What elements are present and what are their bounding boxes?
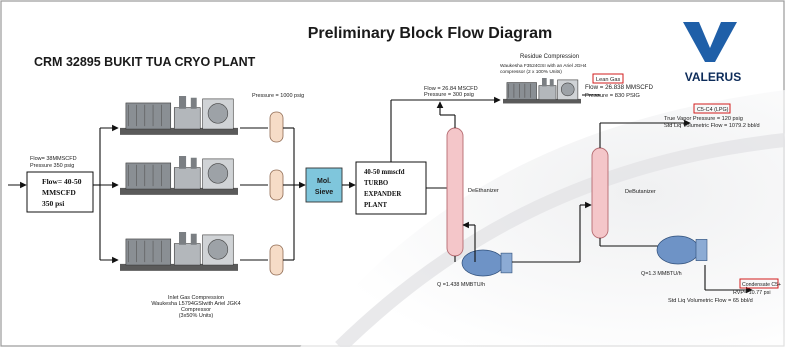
deethanizer-column (446, 127, 464, 257)
lean-gas-flow: Flow = 26.838 MMSCFD (585, 84, 653, 91)
skid-base (120, 263, 238, 271)
inlet-box-line-2: MMSCFD (42, 188, 76, 197)
cooler-fan-icon (560, 82, 575, 97)
residue-flow-note-1: Flow = 26.84 MSCFD (424, 86, 478, 92)
mol-sieve-label-2: Sieve (315, 189, 333, 196)
plant-subtitle: CRM 32895 BUKIT TUA CRYO PLANT (34, 55, 256, 69)
compression-pressure-note: Pressure = 1000 psig (252, 93, 304, 99)
turbo-label-1: 40-50 mmscfd (364, 169, 405, 176)
background-arc (335, 133, 785, 347)
scrubber-vessel (179, 156, 187, 169)
inlet-compression-caption-1: Inlet Gas Compression (168, 295, 224, 301)
mol-sieve-block (305, 167, 343, 203)
inlet-box-line-3: 350 psi (42, 199, 64, 208)
turbo-expander-plant-block (355, 161, 427, 215)
residue-compression-header: Residue Compression (520, 54, 579, 60)
engine-block (125, 102, 172, 130)
compressor-frame (538, 85, 557, 100)
turbo-label-3: EXPANDER (364, 191, 401, 198)
inlet-feed-box (26, 171, 94, 213)
discharge-separator-1 (269, 111, 284, 143)
inlet-box-line-1: Flow= 40-50 (42, 177, 82, 186)
inlet-compression-caption-2: Waukesha L5794GSIwith Ariel JGK4 (151, 301, 240, 307)
reboiler-head (695, 239, 708, 261)
cooler-fan-icon (207, 163, 229, 184)
scrubber-vessel (190, 157, 197, 169)
skid-base (120, 127, 238, 135)
reboiler-1-duty: Q =1.438 MMBTU/h (437, 282, 485, 288)
compressor-frame (173, 243, 201, 266)
reboiler-2-duty: Q=1.3 MMBTU/h (641, 271, 682, 277)
inlet-compressor-unit-2 (120, 156, 238, 195)
inlet-note-line-2: Pressure 350 psig (30, 163, 74, 169)
engine-block (506, 82, 537, 100)
residue-flow-note-2: Pressure = 300 psig (424, 92, 474, 98)
scrubber-vessel (549, 79, 554, 87)
residue-note-line-1: Waukesha F3524GSI with an Ariel JGH4 (500, 63, 587, 69)
cooler-fan-icon (207, 239, 229, 260)
lean-gas-pressure: Pressure = 830 PSIG (585, 93, 640, 99)
skid-base (120, 187, 238, 195)
reboiler-head (500, 252, 513, 274)
valerus-v-icon (683, 22, 737, 62)
cooler-fan-icon (207, 103, 229, 124)
discharge-separator-2 (269, 169, 284, 201)
lean-gas-label: Lean Gas (596, 77, 620, 83)
scrubber-vessel (179, 232, 187, 245)
skid-base (503, 98, 581, 104)
discharge-separator-3 (269, 244, 284, 276)
debutanizer-column (591, 147, 609, 239)
condensate-rvp: RVP= 10.77 psi (733, 290, 771, 296)
deethanizer-reboiler (461, 249, 513, 277)
debutanizer-label: DeButanizer (625, 189, 656, 195)
scrubber-vessel (190, 97, 197, 109)
lean-gas-highlight-box (592, 73, 624, 84)
reboiler-shell (461, 249, 505, 277)
lpg-vapor-pressure: True Vapor Pressure = 120 psig (664, 116, 743, 122)
scrubber-vessel (542, 78, 547, 87)
valerus-logo: VALERUS (660, 14, 770, 84)
diagram-title: Preliminary Block Flow Diagram (308, 25, 553, 42)
inlet-compression-caption-4: (3x50% Units) (179, 313, 214, 319)
deethanizer-label: DeEthanizer (468, 188, 499, 194)
lpg-label: C5-C4 (LPG) (697, 107, 729, 113)
turbo-label-2: TURBO (364, 180, 388, 187)
condensate-highlight-box (739, 278, 779, 289)
engine-block (125, 162, 172, 190)
reboiler-shell (656, 235, 700, 265)
lpg-highlight-box (693, 103, 731, 114)
scrubber-vessel (179, 96, 187, 109)
residue-compressor-unit (503, 78, 581, 104)
condensate-volumetric-flow: Std Liq Volumetric Flow = 65 bbl/d (668, 298, 753, 304)
lpg-volumetric-flow: Std Liq Volumetric Flow = 1079.2 bbl/d (664, 123, 760, 129)
debutanizer-reboiler (656, 235, 708, 265)
turbo-label-4: PLANT (364, 202, 388, 209)
scrubber-vessel (190, 233, 197, 245)
inlet-note-line-1: Flow= 38MMSCFD (30, 156, 77, 162)
mol-sieve-label-1: Mol. (317, 178, 331, 185)
logo-brand-text: VALERUS (685, 70, 741, 84)
compressor-frame (173, 107, 201, 130)
engine-block (125, 238, 172, 266)
inlet-compressor-unit-1 (120, 96, 238, 135)
compressor-frame (173, 167, 201, 190)
inlet-compressor-unit-3 (120, 232, 238, 271)
residue-note-line-2: compressor (2 x 100% Units) (500, 69, 562, 75)
inlet-compression-caption-3: Compressor (181, 307, 211, 313)
condensate-label: Condensate C5+ (742, 282, 781, 288)
